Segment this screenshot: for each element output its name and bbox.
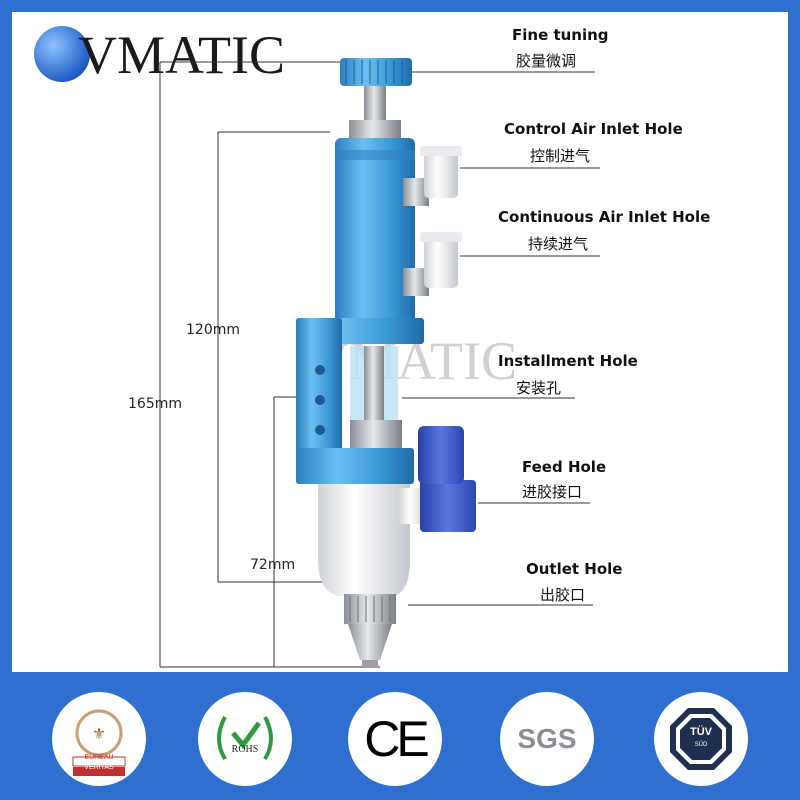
continuous-air-fitting <box>403 232 462 296</box>
sgs-badge: SGS <box>500 692 594 786</box>
bureau-label: BUREAU <box>84 754 114 761</box>
control-air-label-cn: 控制进气 <box>530 147 591 165</box>
leader-lines <box>402 71 600 606</box>
svg-text:⚜: ⚜ <box>92 724 106 743</box>
feed-hole-label-cn: 进胶接口 <box>522 483 583 501</box>
white-valve-body <box>318 484 410 596</box>
outlet-nozzle <box>348 624 392 660</box>
feed-hole-label: Feed Hole <box>522 458 607 476</box>
nozzle-collar <box>344 594 396 624</box>
feed-fitting <box>398 426 476 532</box>
rohs-laurel-icon <box>217 716 273 761</box>
tuv-label: TÜV <box>690 726 712 738</box>
installment-hole-label-cn: 安装孔 <box>516 379 562 397</box>
fine-tuning-label-cn: 胶量微调 <box>516 52 577 70</box>
control-air-fitting <box>403 146 462 206</box>
ce-badge: CE <box>348 692 442 786</box>
installment-hole-label: Installment Hole <box>498 352 638 370</box>
rohs-badge: ROHS <box>198 692 292 786</box>
total-height-dimension: 165mm <box>128 396 182 412</box>
valve-cylinder <box>335 138 415 328</box>
logo-text: VMATIC <box>78 25 286 85</box>
lower-height-dimension: 72mm <box>250 557 296 573</box>
continuous-air-label: Continuous Air Inlet Hole <box>498 208 711 226</box>
tuv-badge: TÜV SÜD <box>654 692 748 786</box>
logo-globe-icon <box>34 26 90 82</box>
veritas-label: VERITAS <box>84 764 114 771</box>
tuv-octagon-icon <box>670 708 732 770</box>
ce-mark: CE <box>364 711 429 767</box>
lock-nut <box>349 120 401 138</box>
continuous-air-label-cn: 持续进气 <box>528 235 589 253</box>
dimension-lines <box>159 61 380 668</box>
fine-tuning-knob <box>340 58 412 86</box>
mounting-bracket <box>296 318 424 484</box>
adjust-screw <box>364 86 386 122</box>
upper-height-dimension: 120mm <box>186 322 240 338</box>
bureau-veritas-icon: ⚜ <box>72 709 126 776</box>
outlet-hole-label-cn: 出胶口 <box>540 586 586 604</box>
lower-nut <box>350 420 402 448</box>
control-air-label: Control Air Inlet Hole <box>504 120 683 138</box>
sgs-mark: SGS <box>517 723 577 754</box>
fine-tuning-label: Fine tuning <box>512 26 609 44</box>
outlet-hole-label: Outlet Hole <box>526 560 623 578</box>
bureau-veritas-badge: ⚜ BUREAU VERITAS <box>52 692 146 786</box>
tuv-sub-label: SÜD <box>694 742 708 748</box>
vmatic-logo: VMATIC <box>22 22 285 92</box>
rohs-label: ROHS <box>231 744 259 755</box>
